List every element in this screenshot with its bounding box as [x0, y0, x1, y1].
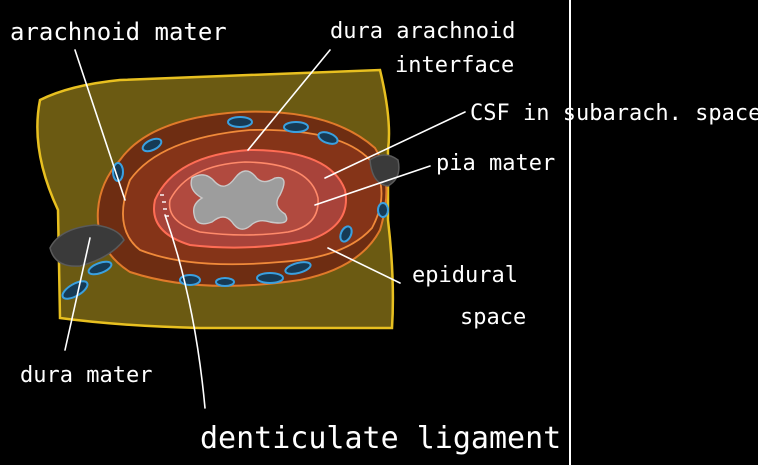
vessel: [216, 278, 234, 286]
vessel: [257, 273, 283, 283]
label-dura-mater: dura mater: [20, 363, 152, 388]
gray-matter: [191, 171, 287, 229]
vessel: [284, 122, 308, 132]
label-denticulate-ligament: denticulate ligament: [200, 421, 561, 456]
label-epidural-space-2: space: [460, 305, 526, 330]
vessel: [228, 117, 252, 127]
label-epidural-space-1: epidural: [412, 263, 518, 288]
label-dura-arachnoid-interface-1: dura arachnoid: [330, 19, 515, 44]
label-dura-arachnoid-interface-2: interface: [395, 53, 514, 78]
vessel: [378, 203, 388, 217]
label-csf-subarachnoid: CSF in subarach. space: [470, 101, 758, 126]
label-pia-mater: pia mater: [436, 151, 555, 176]
label-arachnoid-mater: arachnoid mater: [10, 18, 227, 46]
